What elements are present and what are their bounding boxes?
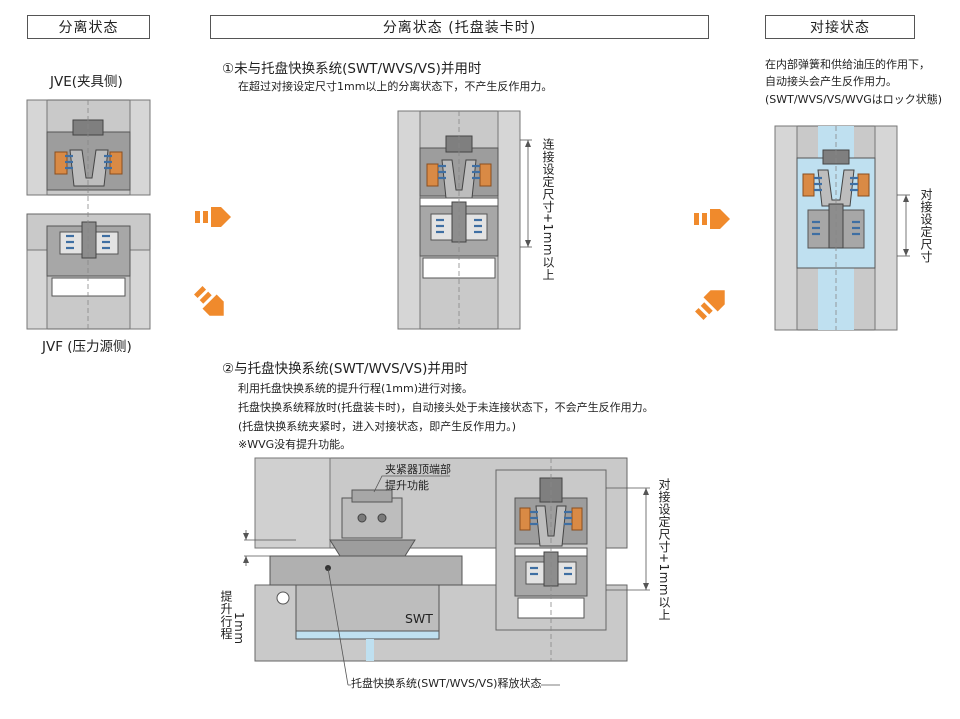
- jve-label: JVE(夹具侧): [50, 74, 123, 90]
- case2-title: ②与托盘快换系统(SWT/WVS/VS)并用时: [222, 361, 468, 377]
- case2-note: ※WVG没有提升功能。: [238, 438, 352, 451]
- header-separated-pallet-clamp: 分离状态 (托盘装卡时): [210, 15, 709, 39]
- case2-line2: 托盘快换系统释放时(托盘装卡时)，自动接头处于未连接状态下，不会产生反作用力。: [238, 401, 654, 414]
- case1-description: 在超过对接设定尺寸1mm以上的分离状态下，不产生反作用力。: [238, 80, 553, 93]
- docked-dimension-label: 对接设定尺寸: [919, 188, 933, 263]
- header-separated: 分离状态: [27, 15, 150, 39]
- lift-stroke-label: 提升行程: [219, 590, 233, 640]
- case2-line3: (托盘快换系统夹紧时，进入对接状态，即产生反作用力。): [238, 420, 517, 433]
- arrow-up-right-icon: [695, 290, 725, 320]
- lift-function-callout: 提升功能: [385, 479, 429, 492]
- case1-title: ①未与托盘快换系统(SWT/WVS/VS)并用时: [222, 61, 482, 77]
- docked-note-line1: 在内部弹簧和供给油压的作用下，: [765, 58, 930, 71]
- docked-note-line2: 自动接头会产生反作用力。: [765, 75, 897, 88]
- release-state-caption: 托盘快换系统(SWT/WVS/VS)释放状态: [351, 676, 542, 692]
- clamp-head-callout: 夹紧器顶端部: [385, 463, 451, 476]
- arrow-right-icon: [694, 209, 730, 229]
- case1-dimension-label: 连接设定尺寸+1mm以上: [541, 138, 555, 282]
- case2-line1: 利用托盘快换系统的提升行程(1mm)进行对接。: [238, 382, 474, 395]
- arrow-down-right-icon: [194, 286, 224, 316]
- docked-note-line3: (SWT/WVS/VS/WVGはロック状態): [765, 93, 943, 106]
- lift-stroke-value: 1mm: [232, 612, 246, 645]
- jvf-label: JVF (压力源侧): [42, 339, 132, 355]
- swt-label: SWT: [405, 611, 433, 626]
- arrow-right-icon: [195, 207, 231, 227]
- case2-dimension-label: 对接设定尺寸+1mm以上: [657, 478, 671, 622]
- header-docked: 对接状态: [765, 15, 915, 39]
